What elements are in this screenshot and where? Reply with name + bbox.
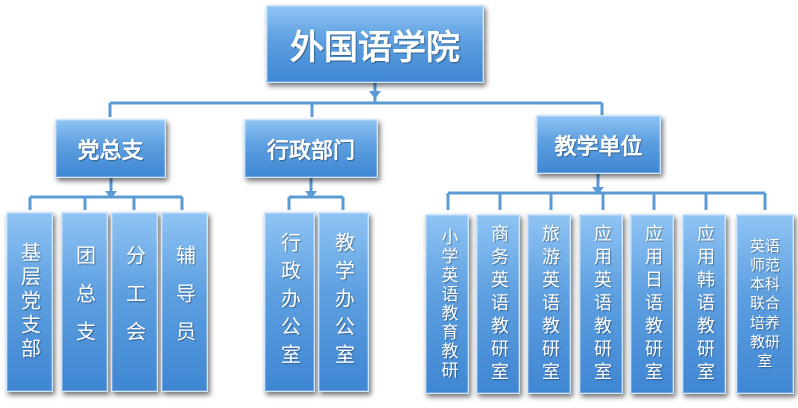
unit-node-label: 商务英语教研室	[488, 223, 509, 385]
unit-node-admin-office: 行政办公室	[264, 212, 315, 392]
unit-node-label: 应用日语教研室	[642, 223, 663, 385]
unit-node-label: 教学办公室	[331, 232, 356, 372]
unit-node-applied-english: 应用英语教研室	[579, 214, 623, 394]
level2-node-label: 行政部门	[266, 138, 355, 164]
root-node: 外国语学院	[266, 5, 484, 83]
unit-node-applied-japanese: 应用日语教研室	[630, 214, 674, 394]
unit-node-label: 应用英语教研室	[591, 223, 612, 385]
unit-node-label: 应用韩语教研室	[694, 223, 715, 385]
unit-node-label: 团总支	[72, 245, 97, 359]
level2-node-admin: 行政部门	[244, 119, 378, 178]
level2-node-label: 教学单位	[554, 134, 643, 160]
unit-node-primary-english: 小学英语教育教研	[425, 214, 469, 394]
connector-admin	[287, 178, 345, 210]
unit-node-youth-league: 团总支	[61, 212, 108, 392]
connector-teaching	[446, 174, 767, 210]
unit-node-label: 辅导员	[172, 245, 197, 359]
unit-node-label: 行政办公室	[277, 232, 302, 372]
unit-node-labor-union: 分工会	[111, 212, 158, 392]
unit-node-label: 英语师范本科联合培养教研室	[749, 236, 780, 370]
unit-node-label: 小学英语教育教研	[437, 228, 458, 380]
unit-node-label: 分工会	[122, 245, 147, 359]
unit-node-tourism-english: 旅游英语教研室	[527, 214, 571, 394]
level2-node-label: 党总支	[77, 138, 144, 164]
root-node-label: 外国语学院	[290, 27, 460, 68]
level2-node-teaching: 教学单位	[536, 115, 661, 174]
unit-node-teaching-office: 教学办公室	[318, 212, 369, 392]
unit-node-business-english: 商务英语教研室	[476, 214, 520, 394]
unit-node-party-branch: 基层党支部	[6, 212, 53, 392]
connector-root	[108, 83, 604, 117]
unit-node-counselor: 辅导员	[161, 212, 208, 392]
unit-node-label: 基层党支部	[17, 242, 42, 362]
unit-node-english-normal-joint: 英语师范本科联合培养教研室	[736, 214, 794, 394]
level2-node-party: 党总支	[55, 119, 166, 178]
connector-party	[28, 178, 184, 210]
unit-node-label: 旅游英语教研室	[539, 223, 560, 385]
unit-node-applied-korean: 应用韩语教研室	[682, 214, 726, 394]
